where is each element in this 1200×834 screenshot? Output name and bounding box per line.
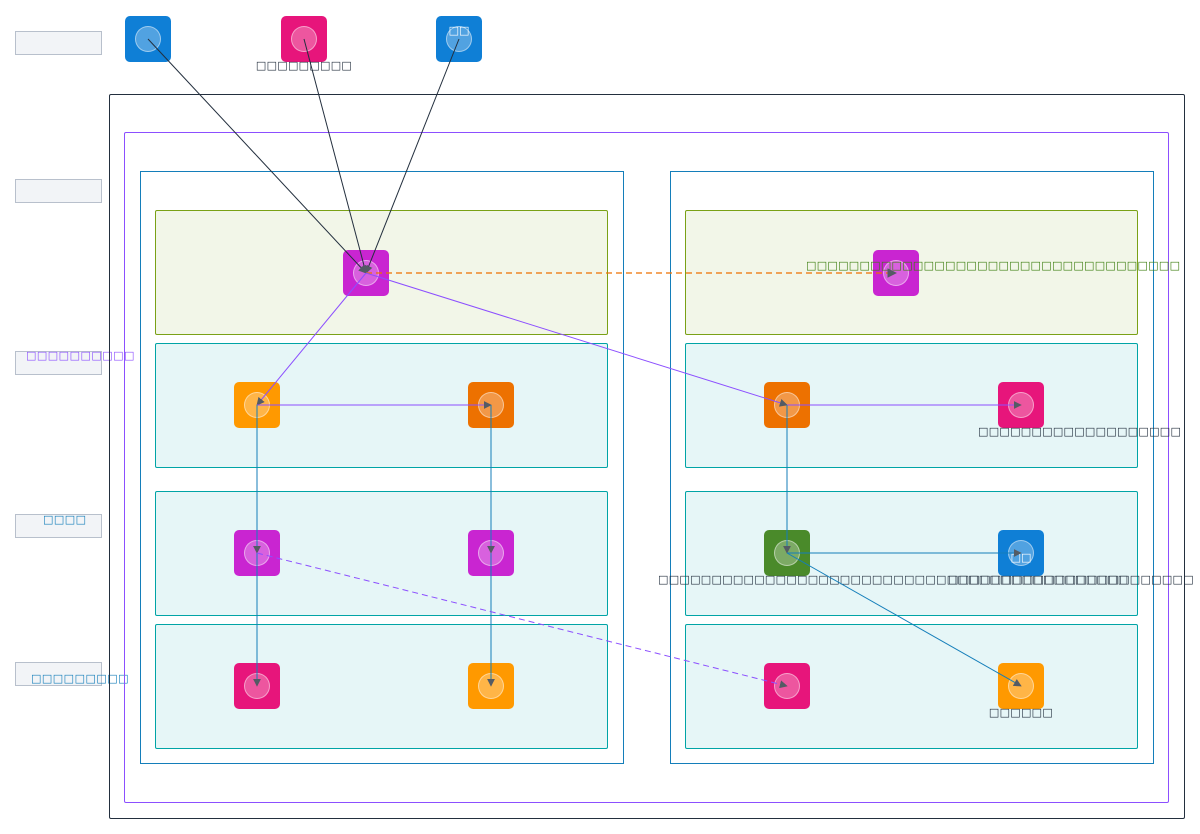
side-tab-2: [15, 179, 102, 203]
inner-group: [124, 132, 1169, 803]
right-band4-label: □□□□□□: [988, 706, 1054, 719]
left-band-4: [155, 624, 608, 749]
top-node-b-label: □□□□□□□□□: [255, 59, 353, 72]
left-column: [140, 171, 624, 764]
circle-icon: [1008, 673, 1034, 699]
side-tab-4: [15, 514, 102, 538]
edge-right-band3-a-to-band4-b: [786, 552, 1022, 687]
circle-icon: [774, 673, 800, 699]
edge-b-to-hub: [303, 38, 369, 274]
left-band-3: [155, 491, 608, 616]
side-label-4: □□□□: [43, 513, 87, 526]
edge-hub-to-left-band2-a: [256, 272, 367, 406]
edge-c-to-hub: [364, 38, 460, 274]
side-label-3: □□□□□□□□□□: [26, 349, 135, 362]
edge-left-band3-a-to-right-band4-a: [256, 552, 788, 689]
right-column: [670, 171, 1154, 764]
side-tab-1: [15, 31, 102, 55]
side-label-5: □□□□□□□□□: [31, 672, 130, 685]
top-node-c-glyph: □□: [448, 24, 470, 37]
right-band-4: [685, 624, 1138, 749]
outer-group: [109, 94, 1185, 819]
edge-a-to-hub: [147, 38, 367, 274]
side-tab-5: [15, 662, 102, 686]
side-tab-3: [15, 351, 102, 375]
edge-hub-to-right-band2-a: [365, 272, 788, 407]
